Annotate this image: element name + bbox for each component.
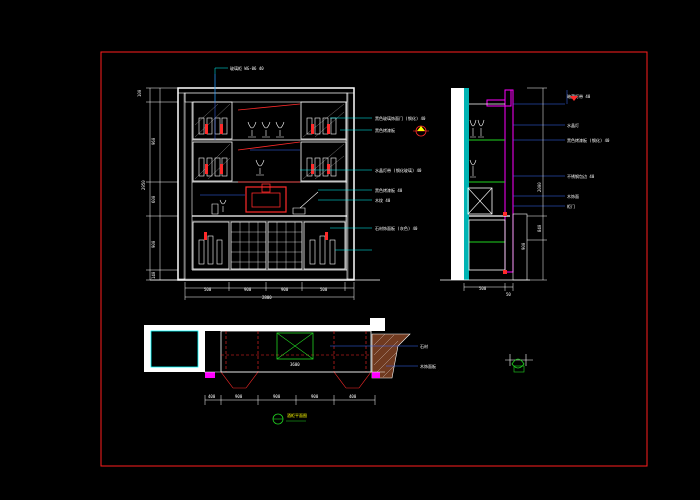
side-wine-rack-box bbox=[467, 187, 493, 215]
red-glass-accents bbox=[205, 124, 330, 174]
side-glasses bbox=[469, 119, 485, 178]
side-callout-wood-veneer: 木饰面 bbox=[567, 193, 579, 199]
level-marker-icon bbox=[570, 96, 578, 101]
door-glass-hatching bbox=[194, 103, 345, 180]
callout-glass-door: 黑色玻璃饰面门 (钢化) 40 bbox=[375, 115, 426, 121]
callout-glass-cabinet: 玻璃柜 WG-06 40 bbox=[230, 65, 264, 71]
side-callout-steel-edge: 不锈钢包边 40 bbox=[567, 173, 595, 179]
callout-lacquer-panel: 黑色烤漆板 40 bbox=[375, 187, 403, 193]
counter-accent-line bbox=[299, 191, 319, 209]
side-callout-crystal-lamp: 水晶灯 bbox=[567, 122, 579, 128]
glass-door-upper-left bbox=[192, 101, 233, 140]
wine-bottles-upper bbox=[198, 117, 337, 177]
back-wall-section bbox=[451, 88, 464, 280]
plan-left-opening bbox=[150, 330, 199, 368]
front-dim-h-0: 500 bbox=[204, 287, 212, 292]
side-callout-hidden-light: 暗藏灯带 40 bbox=[567, 93, 591, 99]
side-green-shelves bbox=[469, 139, 505, 243]
front-left-dimension-chain bbox=[146, 87, 178, 281]
right-post bbox=[346, 92, 355, 280]
front-leader-lines bbox=[214, 67, 372, 251]
callout-wood-grain: 木纹 40 bbox=[375, 197, 391, 203]
side-dim-h-1: 50 bbox=[506, 292, 511, 297]
front-dim-v-0: 100 bbox=[137, 89, 142, 97]
callout-stone-panel: 石材饰面板 (灰色) 40 bbox=[375, 225, 418, 231]
front-dim-h-3: 500 bbox=[320, 287, 328, 292]
side-blue-leaders bbox=[513, 90, 568, 207]
front-dim-v-2: 2950 bbox=[141, 180, 146, 190]
side-dim-v-1: 840 bbox=[537, 224, 542, 232]
plan-magenta-marks bbox=[205, 372, 380, 378]
drawing-frame-border bbox=[100, 51, 648, 467]
plan-door-swings bbox=[220, 371, 372, 389]
plan-leaders bbox=[330, 345, 418, 367]
lower-cabinet bbox=[192, 221, 346, 270]
section-marker-symbol bbox=[413, 125, 429, 137]
lower-door-left bbox=[192, 221, 230, 270]
plan-callout-wood-panel: 木饰面板 bbox=[420, 363, 436, 369]
plan-dimension-chain bbox=[204, 395, 376, 405]
callout-black-lacquer: 黑色烤漆板 bbox=[375, 127, 395, 133]
plan-center-box bbox=[276, 332, 314, 360]
side-bottom-dimension-chain bbox=[463, 283, 514, 291]
detail-symbol bbox=[505, 354, 533, 373]
plan-dim-0: 400 bbox=[208, 394, 216, 399]
front-dim-h-1: 900 bbox=[244, 287, 252, 292]
plan-dim-4: 400 bbox=[349, 394, 357, 399]
plan-callout-stone: 石材 bbox=[420, 343, 428, 349]
front-dim-v-1: 960 bbox=[151, 137, 156, 145]
callout-crystal-light: 水晶灯带 (钢化玻璃) 40 bbox=[375, 167, 422, 173]
wine-rack-2 bbox=[267, 221, 303, 270]
side-dim-v-0: 2000 bbox=[537, 182, 542, 192]
side-dim-v-2: 900 bbox=[521, 242, 526, 250]
glass-door-mid-left bbox=[192, 141, 233, 182]
wall-finish-strip bbox=[464, 88, 469, 280]
wine-rack-1 bbox=[230, 221, 267, 270]
side-section: 暗藏灯带 40 水晶灯 黑色烤漆板 (钢化) 40 不锈钢包边 40 木饰面 柜… bbox=[440, 87, 610, 297]
front-elevation: 玻璃柜 WG-06 40 黑色玻璃饰面门 (钢化) 40 黑色烤漆板 水晶灯带 … bbox=[137, 65, 429, 300]
front-dim-v-4: 900 bbox=[151, 240, 156, 248]
plan-wall-return bbox=[370, 318, 385, 331]
side-red-marks bbox=[503, 212, 507, 274]
front-dim-v-3: 600 bbox=[151, 195, 156, 203]
plan-view: 3600 石材 木饰面板 bbox=[144, 318, 436, 425]
counter-objects bbox=[211, 199, 306, 215]
plan-dim-3: 900 bbox=[311, 394, 319, 399]
side-callout-cabinet-door: 柜门 bbox=[567, 203, 575, 209]
red-accent-lines bbox=[237, 103, 301, 183]
side-lower-cabinet bbox=[468, 219, 506, 271]
plan-stone-column bbox=[371, 333, 411, 379]
left-post bbox=[177, 92, 186, 280]
front-dim-overall: 2800 bbox=[262, 295, 272, 300]
front-bottom-dimension-chain bbox=[184, 282, 355, 300]
center-display-box bbox=[245, 183, 287, 213]
front-dim-v-5: 140 bbox=[151, 271, 156, 279]
plan-hidden-lines bbox=[221, 331, 371, 372]
side-callout-black-lacquer: 黑色烤漆板 (钢化) 40 bbox=[567, 137, 610, 143]
front-panel-section bbox=[504, 89, 514, 273]
wine-glasses bbox=[247, 121, 285, 176]
side-dim-h-0: 500 bbox=[479, 286, 487, 291]
plan-back-wall bbox=[205, 325, 385, 331]
plan-center-label: 3600 bbox=[290, 362, 300, 367]
front-dim-h-2: 900 bbox=[281, 287, 289, 292]
top-band bbox=[184, 92, 348, 103]
side-right-dimension-chain bbox=[527, 87, 547, 281]
lower-door-right bbox=[303, 221, 346, 270]
front-blue-leaders bbox=[200, 74, 300, 196]
plan-dim-1: 900 bbox=[235, 394, 243, 399]
plan-title-block: 酒柜平面图 bbox=[272, 412, 307, 425]
plan-title: 酒柜平面图 bbox=[287, 412, 307, 418]
plan-dim-2: 900 bbox=[273, 394, 281, 399]
